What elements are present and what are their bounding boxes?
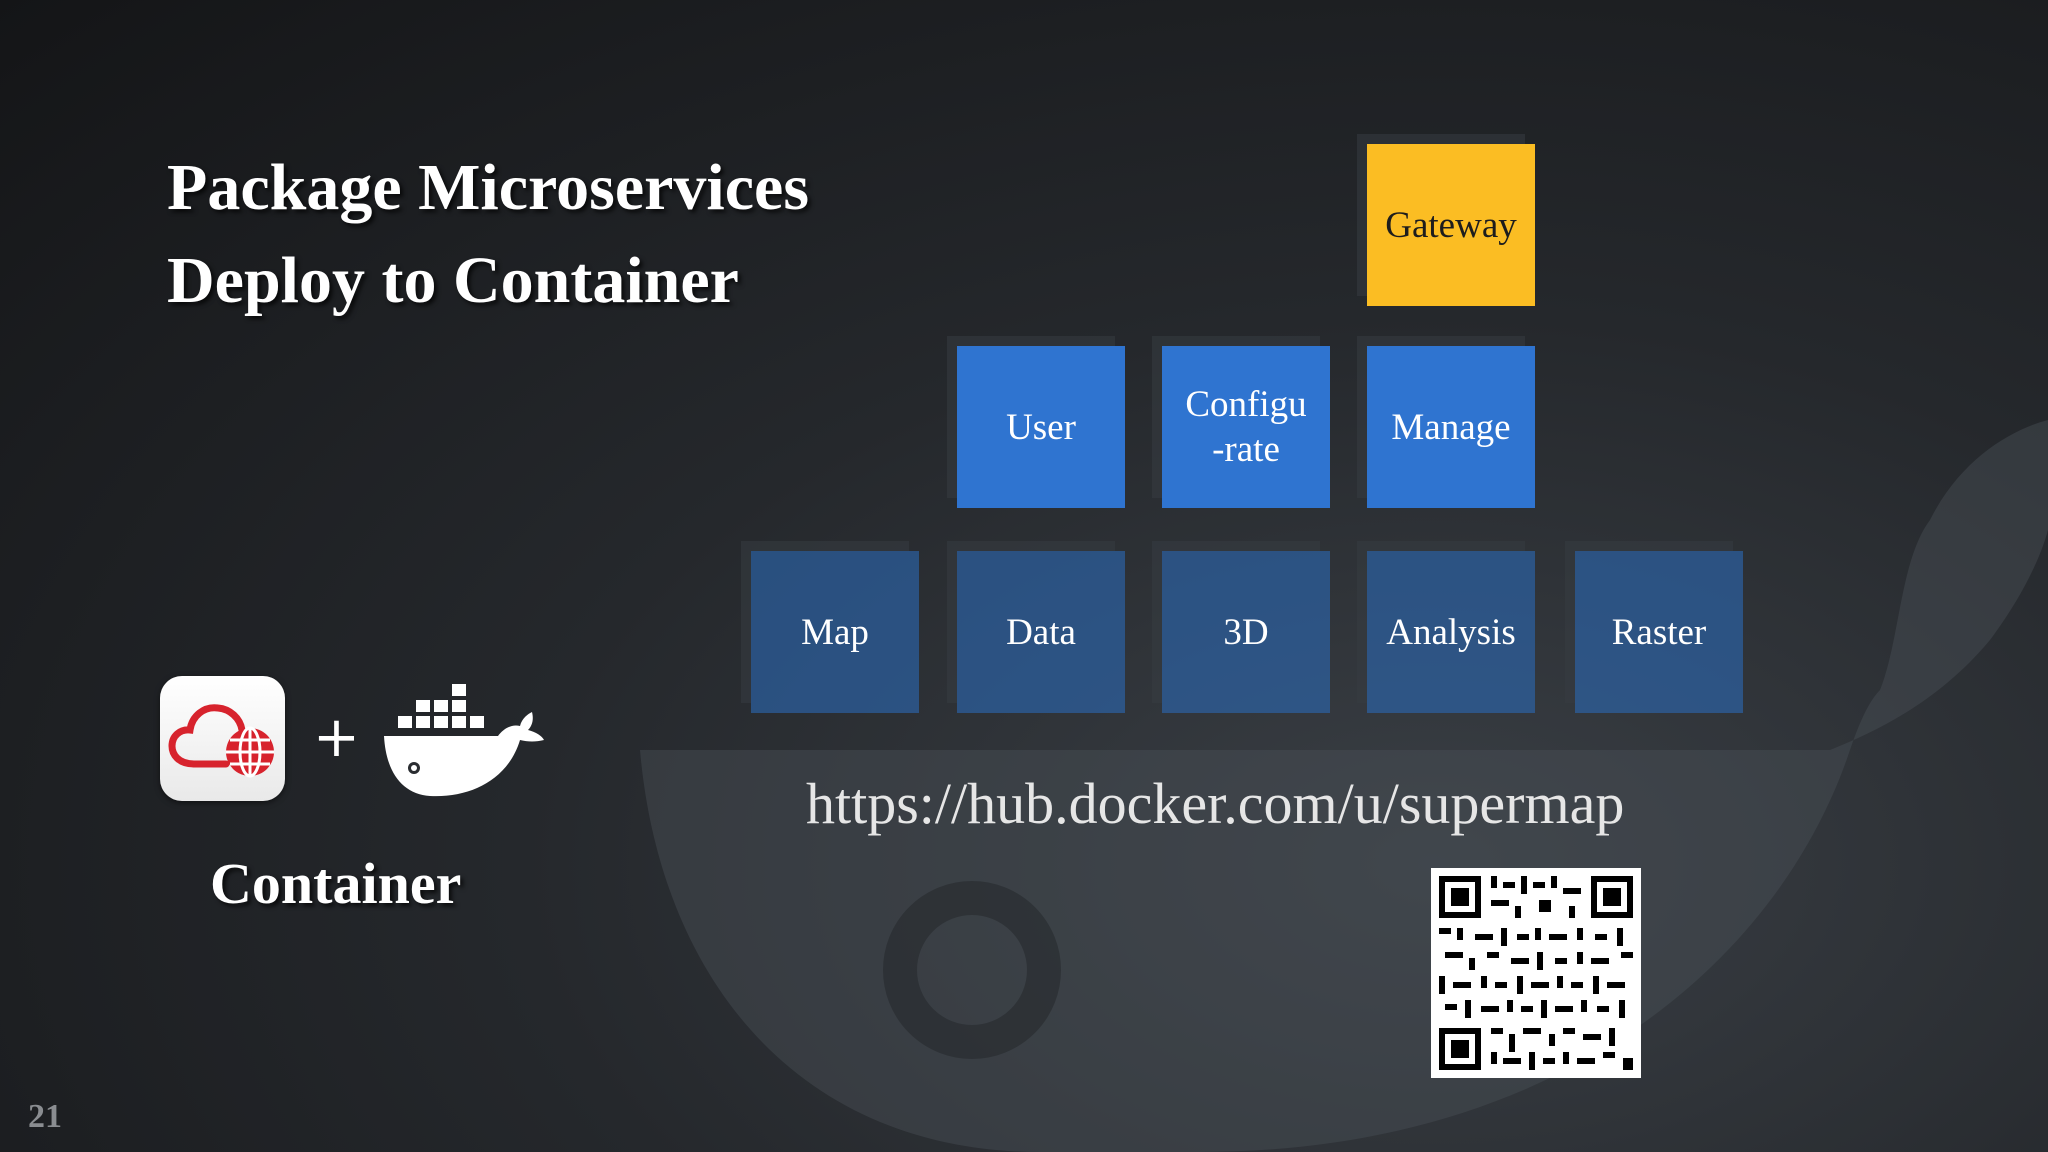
service-box-3d: 3D [1162, 551, 1330, 713]
service-box-user: User [957, 346, 1125, 508]
docker-whale-logo [384, 684, 544, 797]
service-label: 3D [1223, 611, 1269, 653]
plus-sign: + [313, 705, 360, 770]
container-label: Container [210, 851, 462, 916]
service-box-configurate: Configu -rate [1162, 346, 1330, 508]
slide-title-line2: Deploy to Container [167, 244, 739, 317]
docker-hub-url[interactable]: https://hub.docker.com/u/supermap [806, 771, 1625, 836]
service-label: Manage [1391, 406, 1511, 448]
page-number: 21 [28, 1098, 62, 1135]
service-label: Gateway [1385, 204, 1517, 246]
service-label: Configu -rate [1185, 384, 1307, 470]
supermap-cloud-globe-logo [160, 676, 285, 801]
service-label: Data [1006, 611, 1076, 653]
service-box-analysis: Analysis [1367, 551, 1535, 713]
service-label: Raster [1611, 611, 1707, 653]
service-label: Map [801, 611, 869, 653]
service-box-gateway: Gateway [1367, 144, 1535, 306]
service-box-raster: Raster [1575, 551, 1743, 713]
service-box-manage: Manage [1367, 346, 1535, 508]
service-box-map: Map [751, 551, 919, 713]
service-box-data: Data [957, 551, 1125, 713]
slide-title-line1: Package Microservices [167, 151, 810, 224]
service-label: User [1006, 406, 1076, 448]
service-label: Analysis [1386, 611, 1516, 653]
qr-code [1431, 868, 1641, 1078]
